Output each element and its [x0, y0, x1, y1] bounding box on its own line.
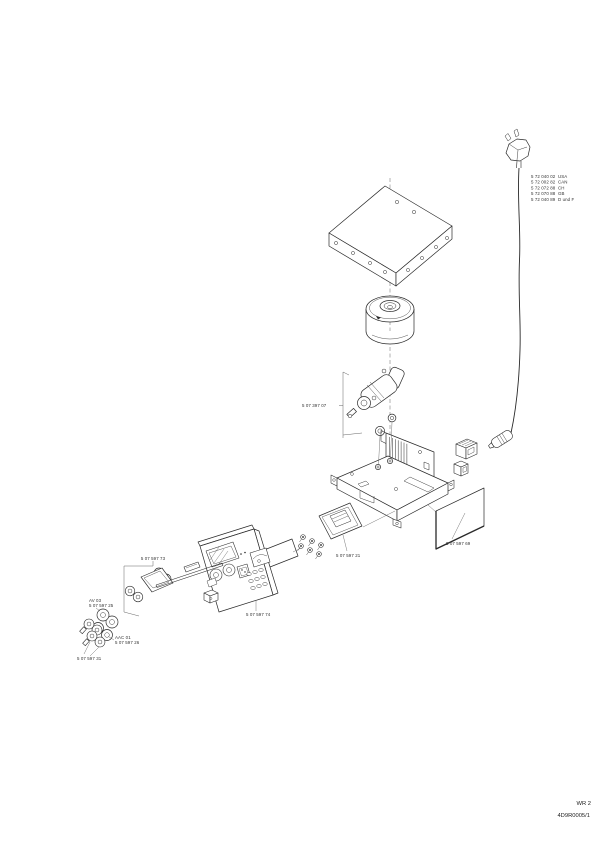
cord-variant-part: 5 72 070 88 — [531, 191, 556, 196]
aac-part-label: 5 07 597 26 — [115, 640, 140, 645]
footer-doc-ref: 4D9R0005/1 — [557, 813, 590, 819]
plate-alignment-line — [292, 547, 302, 553]
av-code-label: AV 03 — [89, 598, 102, 603]
iec-inlet-block — [455, 438, 478, 460]
footer-code: WR 2 — [577, 801, 592, 807]
cord-variant-region: GB — [558, 191, 565, 196]
side-panel-label: 5 07 597 69 — [446, 541, 471, 546]
cord-variant-part: 5 72 040 89 — [531, 197, 556, 202]
aac-code-label: AAC 01 — [115, 635, 131, 640]
filter-strip — [183, 561, 201, 573]
top-cover — [328, 185, 453, 287]
control-cluster-label: 5 07 597 73 — [141, 556, 166, 561]
power-cable — [510, 167, 521, 434]
power-plug — [504, 128, 531, 169]
pump-label-leader — [339, 371, 363, 438]
cord-variant-region: USA — [558, 174, 567, 179]
pump-assembly — [346, 366, 405, 436]
valve-block-label: 5 07 597 31 — [77, 656, 102, 661]
push-rod — [155, 562, 224, 588]
cord-variant-region: D und F — [558, 197, 575, 202]
control-subpanel — [124, 567, 174, 603]
connector-block-small — [453, 460, 469, 477]
cord-variant-part: 5 72 040 02 — [531, 174, 556, 179]
av-part-label: 5 07 597 25 — [89, 603, 114, 608]
av-knob-pair — [96, 608, 119, 629]
alignment-lines — [378, 421, 393, 465]
toroidal-transformer — [365, 295, 415, 345]
valve-block — [79, 618, 106, 648]
cord-variant-part: 5 72 002 82 — [531, 180, 556, 185]
connector-box-small — [203, 589, 219, 604]
av-label-leader — [95, 607, 101, 612]
front-panel-label: 5 07 597 74 — [246, 612, 271, 617]
display-card — [318, 502, 396, 552]
aac-label-leader — [108, 636, 115, 641]
cord-end-connector — [488, 430, 513, 449]
pump-label: 5 07 397 07 — [302, 403, 327, 408]
display-card-label: 5 07 597 21 — [336, 553, 361, 558]
cord-variant-part: 5 72 072 88 — [531, 185, 556, 190]
screw-set — [297, 534, 324, 560]
cord-variant-region: CH — [558, 185, 565, 190]
side-cover-panel — [427, 487, 485, 550]
chassis-base — [330, 430, 455, 529]
cluster-bracket — [123, 561, 154, 617]
cord-variant-list: 5 72 040 02 USA 5 72 002 82 CAN 5 72 072… — [531, 174, 575, 202]
cord-variant-region: CAN — [558, 180, 568, 185]
valve-label-leaders — [83, 641, 100, 657]
front-panel-assembly — [197, 524, 279, 613]
